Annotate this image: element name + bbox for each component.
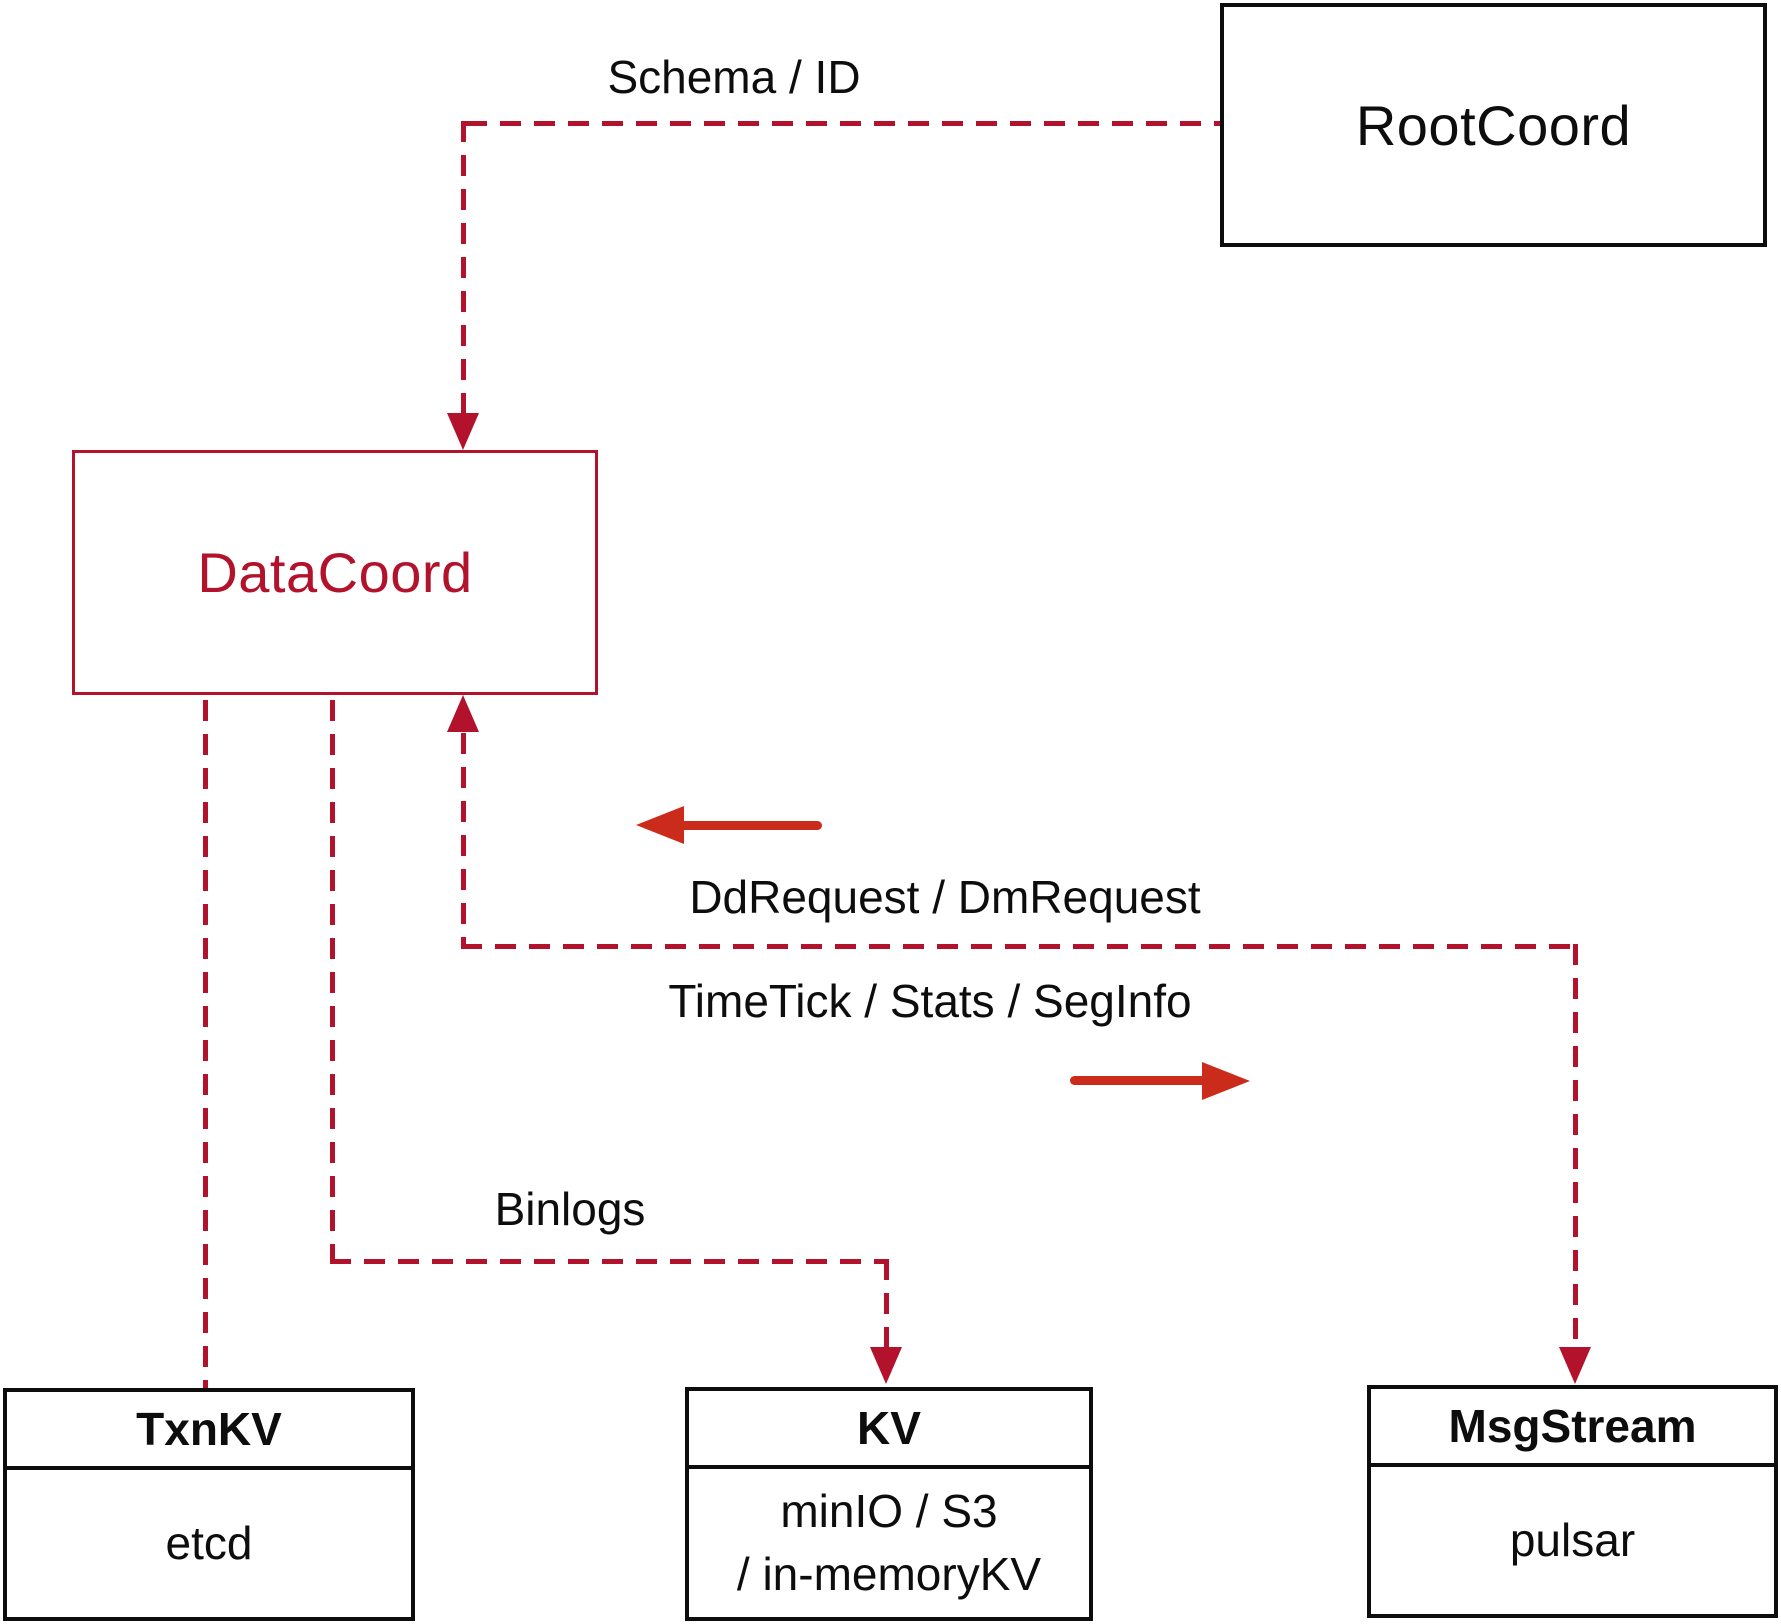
node-msgstream: MsgStream pulsar	[1367, 1385, 1778, 1618]
node-datacoord: DataCoord	[72, 450, 598, 695]
edge-binlogs-vertical-upper	[330, 700, 335, 1263]
right-direction-arrow-shaft	[1070, 1076, 1206, 1085]
edge-binlogs-horizontal	[330, 1259, 888, 1264]
left-direction-arrow-shaft	[680, 821, 822, 830]
node-rootcoord: RootCoord	[1220, 3, 1767, 247]
arrowhead-into-datacoord-bottom-icon	[447, 695, 479, 732]
node-rootcoord-title: RootCoord	[1355, 93, 1632, 157]
edge-msgstream-datacoord-horizontal	[461, 944, 1577, 949]
label-timetick-stats-seginfo: TimeTick / Stats / SegInfo	[668, 975, 1192, 1027]
edge-schema-id-vertical	[461, 121, 466, 414]
arrowhead-into-datacoord-top-icon	[447, 413, 479, 450]
edge-msgstream-datacoord-vertical-left	[461, 733, 466, 946]
node-msgstream-body: pulsar	[1509, 1514, 1636, 1566]
label-dd-dm-request: DdRequest / DmRequest	[689, 871, 1201, 923]
node-kv-body-line1: minIO / S3	[780, 1485, 998, 1537]
arrowhead-into-msgstream-icon	[1559, 1347, 1591, 1384]
node-kv: KV minIO / S3 / in-memoryKV	[685, 1387, 1093, 1621]
label-schema-id: Schema / ID	[607, 51, 861, 103]
node-txnkv: TxnKV etcd	[3, 1388, 415, 1621]
edge-schema-id-horizontal	[466, 121, 1220, 126]
node-kv-body-line2: / in-memoryKV	[736, 1548, 1042, 1600]
node-datacoord-title: DataCoord	[197, 541, 473, 604]
node-txnkv-header: TxnKV	[7, 1392, 411, 1470]
edge-msgstream-datacoord-vertical-right	[1573, 944, 1578, 1347]
arrowhead-into-kv-icon	[870, 1347, 902, 1384]
right-direction-arrow-icon	[1202, 1062, 1250, 1100]
node-kv-header: KV	[689, 1391, 1089, 1469]
node-txnkv-body: etcd	[165, 1517, 253, 1569]
node-msgstream-header: MsgStream	[1371, 1389, 1774, 1467]
edge-datacoord-txnkv	[203, 700, 208, 1388]
label-binlogs: Binlogs	[494, 1183, 646, 1235]
left-direction-arrow-icon	[636, 806, 684, 844]
edge-binlogs-vertical-lower	[884, 1259, 889, 1349]
